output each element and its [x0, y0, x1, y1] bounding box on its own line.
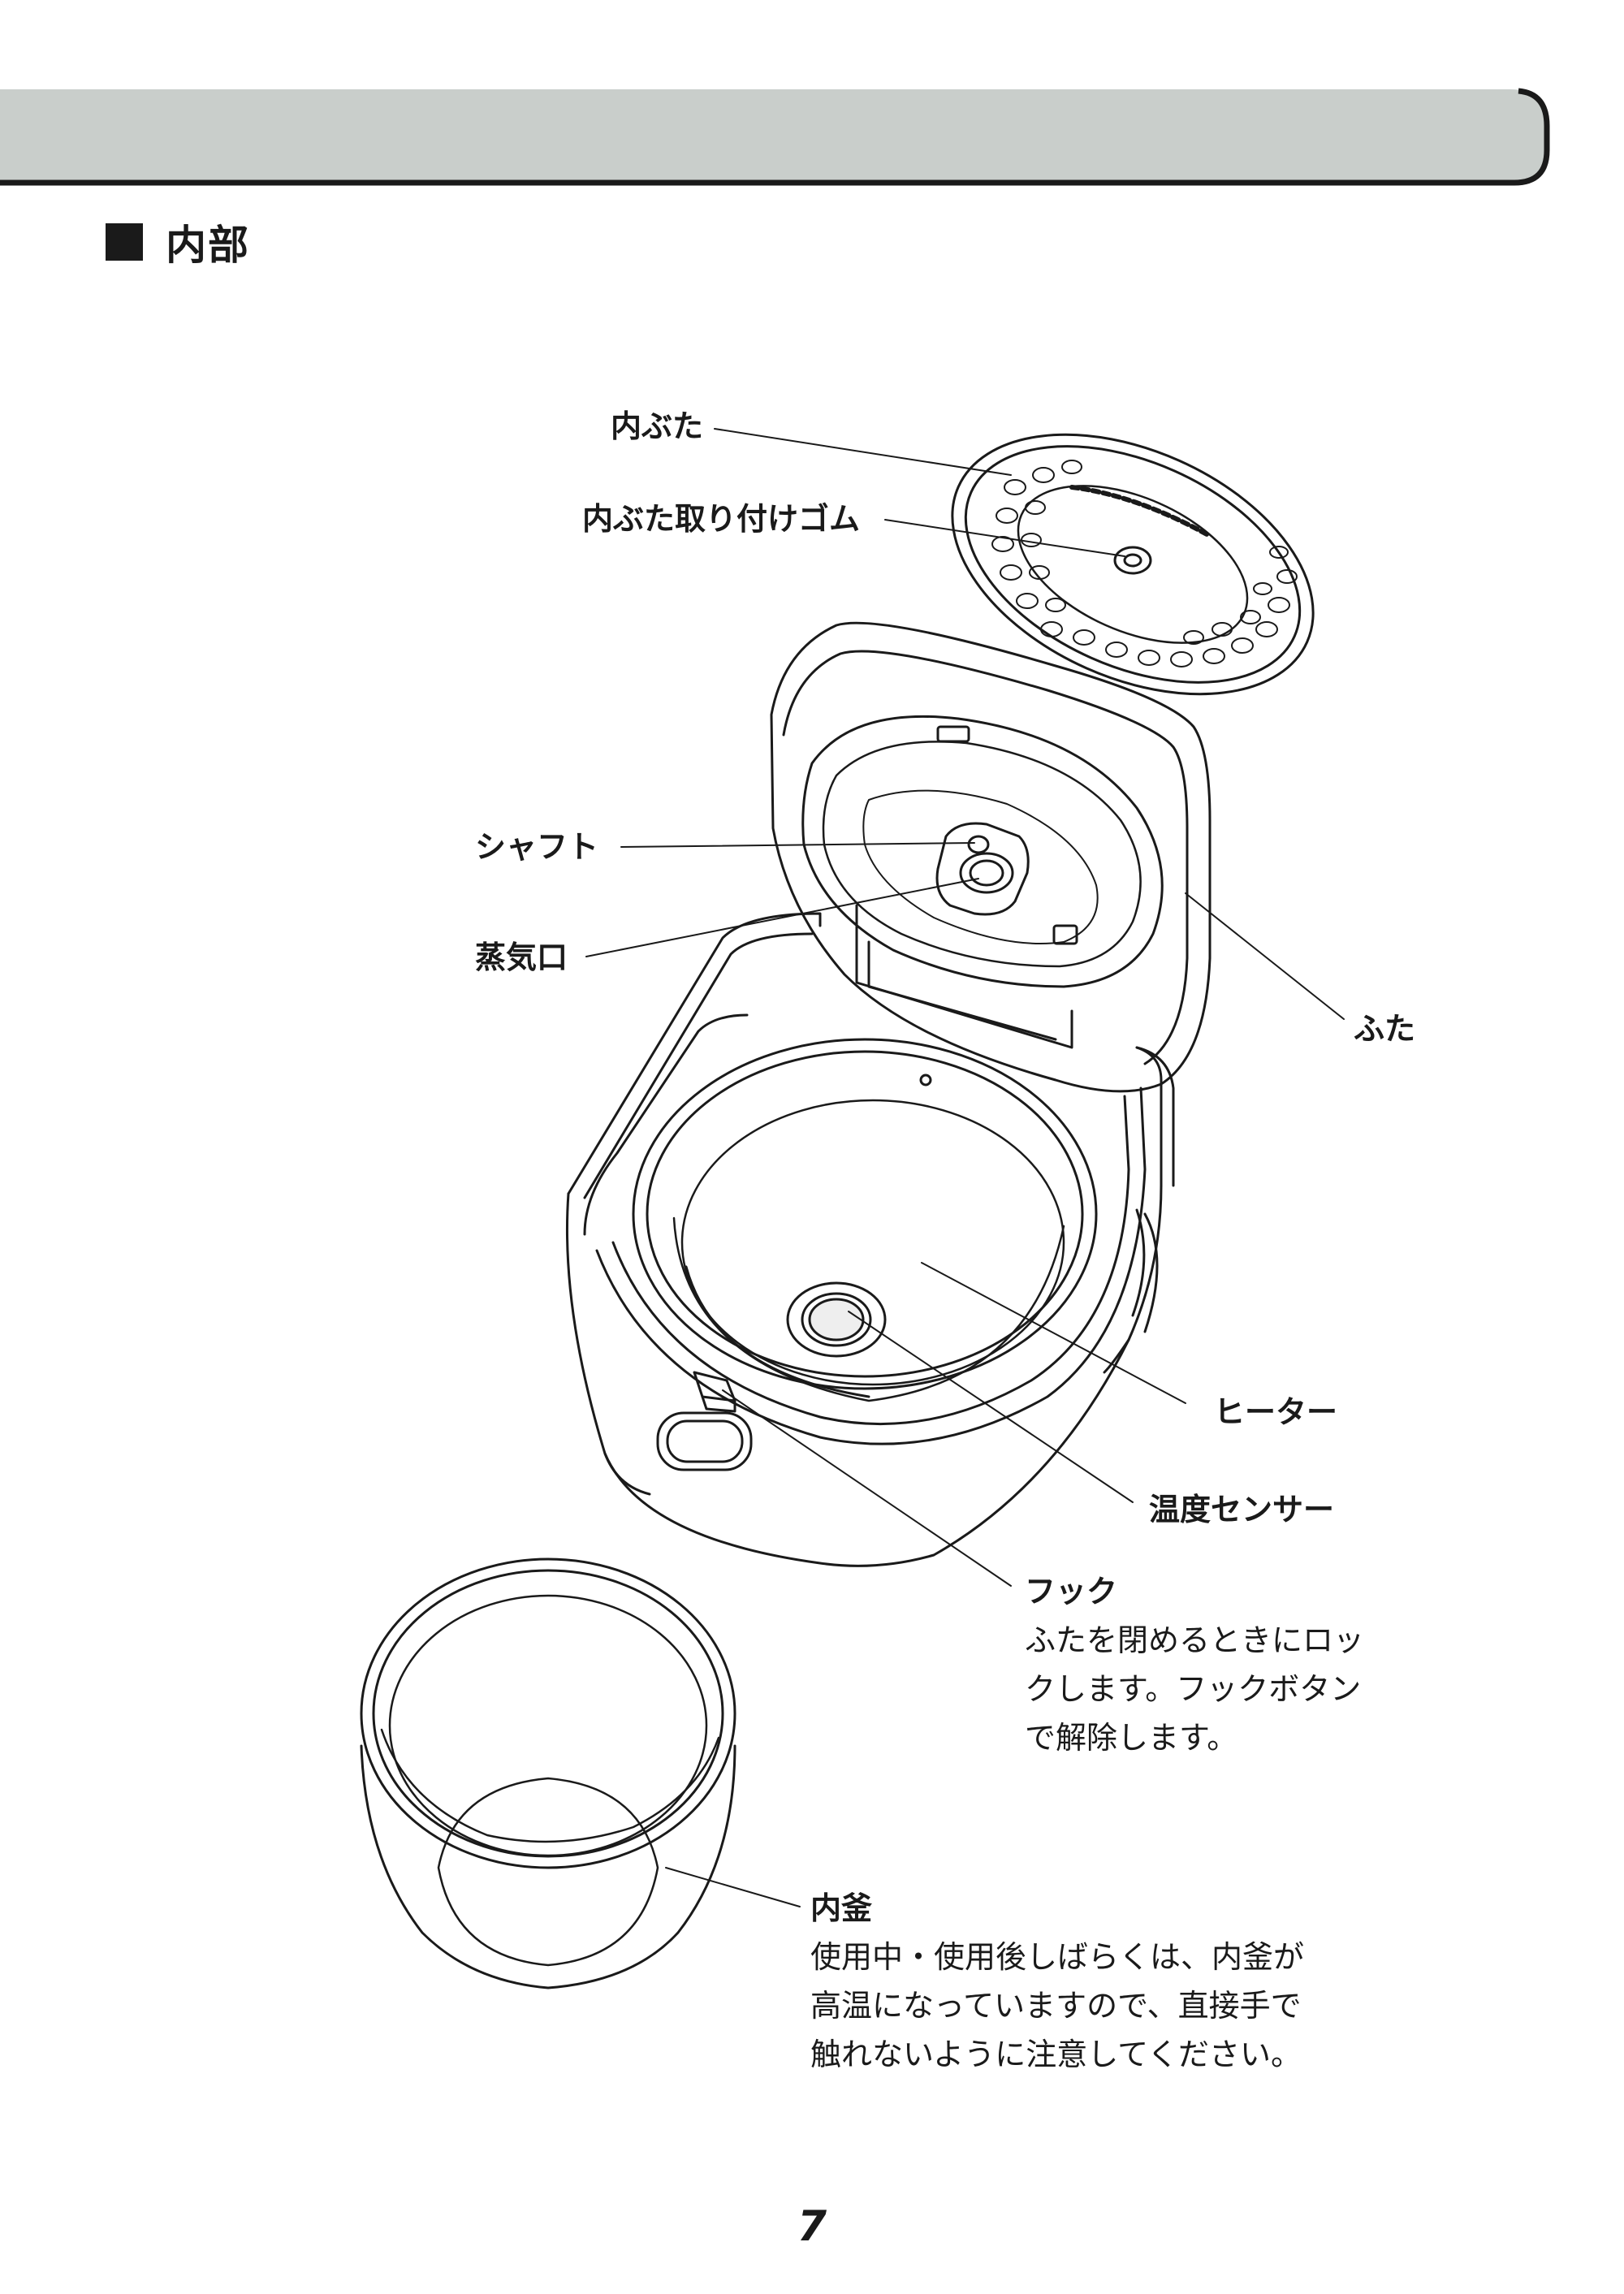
- hook-line: で解除します。: [1025, 1720, 1238, 1756]
- hook-title: フック: [1025, 1574, 1118, 1609]
- label-heater: ヒーター: [1214, 1394, 1338, 1430]
- leader-lines: [585, 428, 1345, 1907]
- inner-pot-title: 内釜: [810, 1890, 873, 1926]
- label-steam-vent: 蒸気口: [475, 940, 568, 975]
- inner-pot-line: 高温になっていますので、直接手で: [810, 1988, 1302, 2024]
- hook-line: クします。フックボタン: [1025, 1671, 1362, 1707]
- section-square-icon: [106, 223, 143, 261]
- hook-line: ふたを閉めるときにロッ: [1025, 1622, 1365, 1658]
- header-band: [0, 88, 1550, 186]
- inner-pot-line: 触れないように注意してください。: [810, 2037, 1302, 2072]
- label-inner-lid: 内ぶた: [611, 408, 704, 444]
- section-heading: 内部: [106, 213, 250, 271]
- inner-pot-description: 内釜 使用中・使用後しばらくは、内釜が 高温になっていますので、直接手で 触れな…: [810, 1884, 1304, 2079]
- page-number: 7: [797, 2202, 827, 2251]
- section-title: 内部: [166, 222, 250, 269]
- label-shaft: シャフト: [475, 829, 599, 865]
- cooker-body-drawing: [565, 912, 1175, 1567]
- label-temperature-sensor: 温度センサー: [1149, 1492, 1335, 1527]
- label-inner-lid-gasket: 内ぶた取り付けゴム: [582, 501, 861, 537]
- hook-description: フック ふたを閉めるときにロッ クします。フックボタン で解除します。: [1025, 1567, 1364, 1762]
- inner-lid-drawing: [951, 433, 1315, 696]
- inner-pot-line: 使用中・使用後しばらくは、内釜が: [810, 1939, 1305, 1975]
- open-lid-drawing: [770, 621, 1212, 1093]
- label-lid: ふた: [1354, 1011, 1416, 1047]
- inner-pot-drawing: [360, 1557, 736, 1989]
